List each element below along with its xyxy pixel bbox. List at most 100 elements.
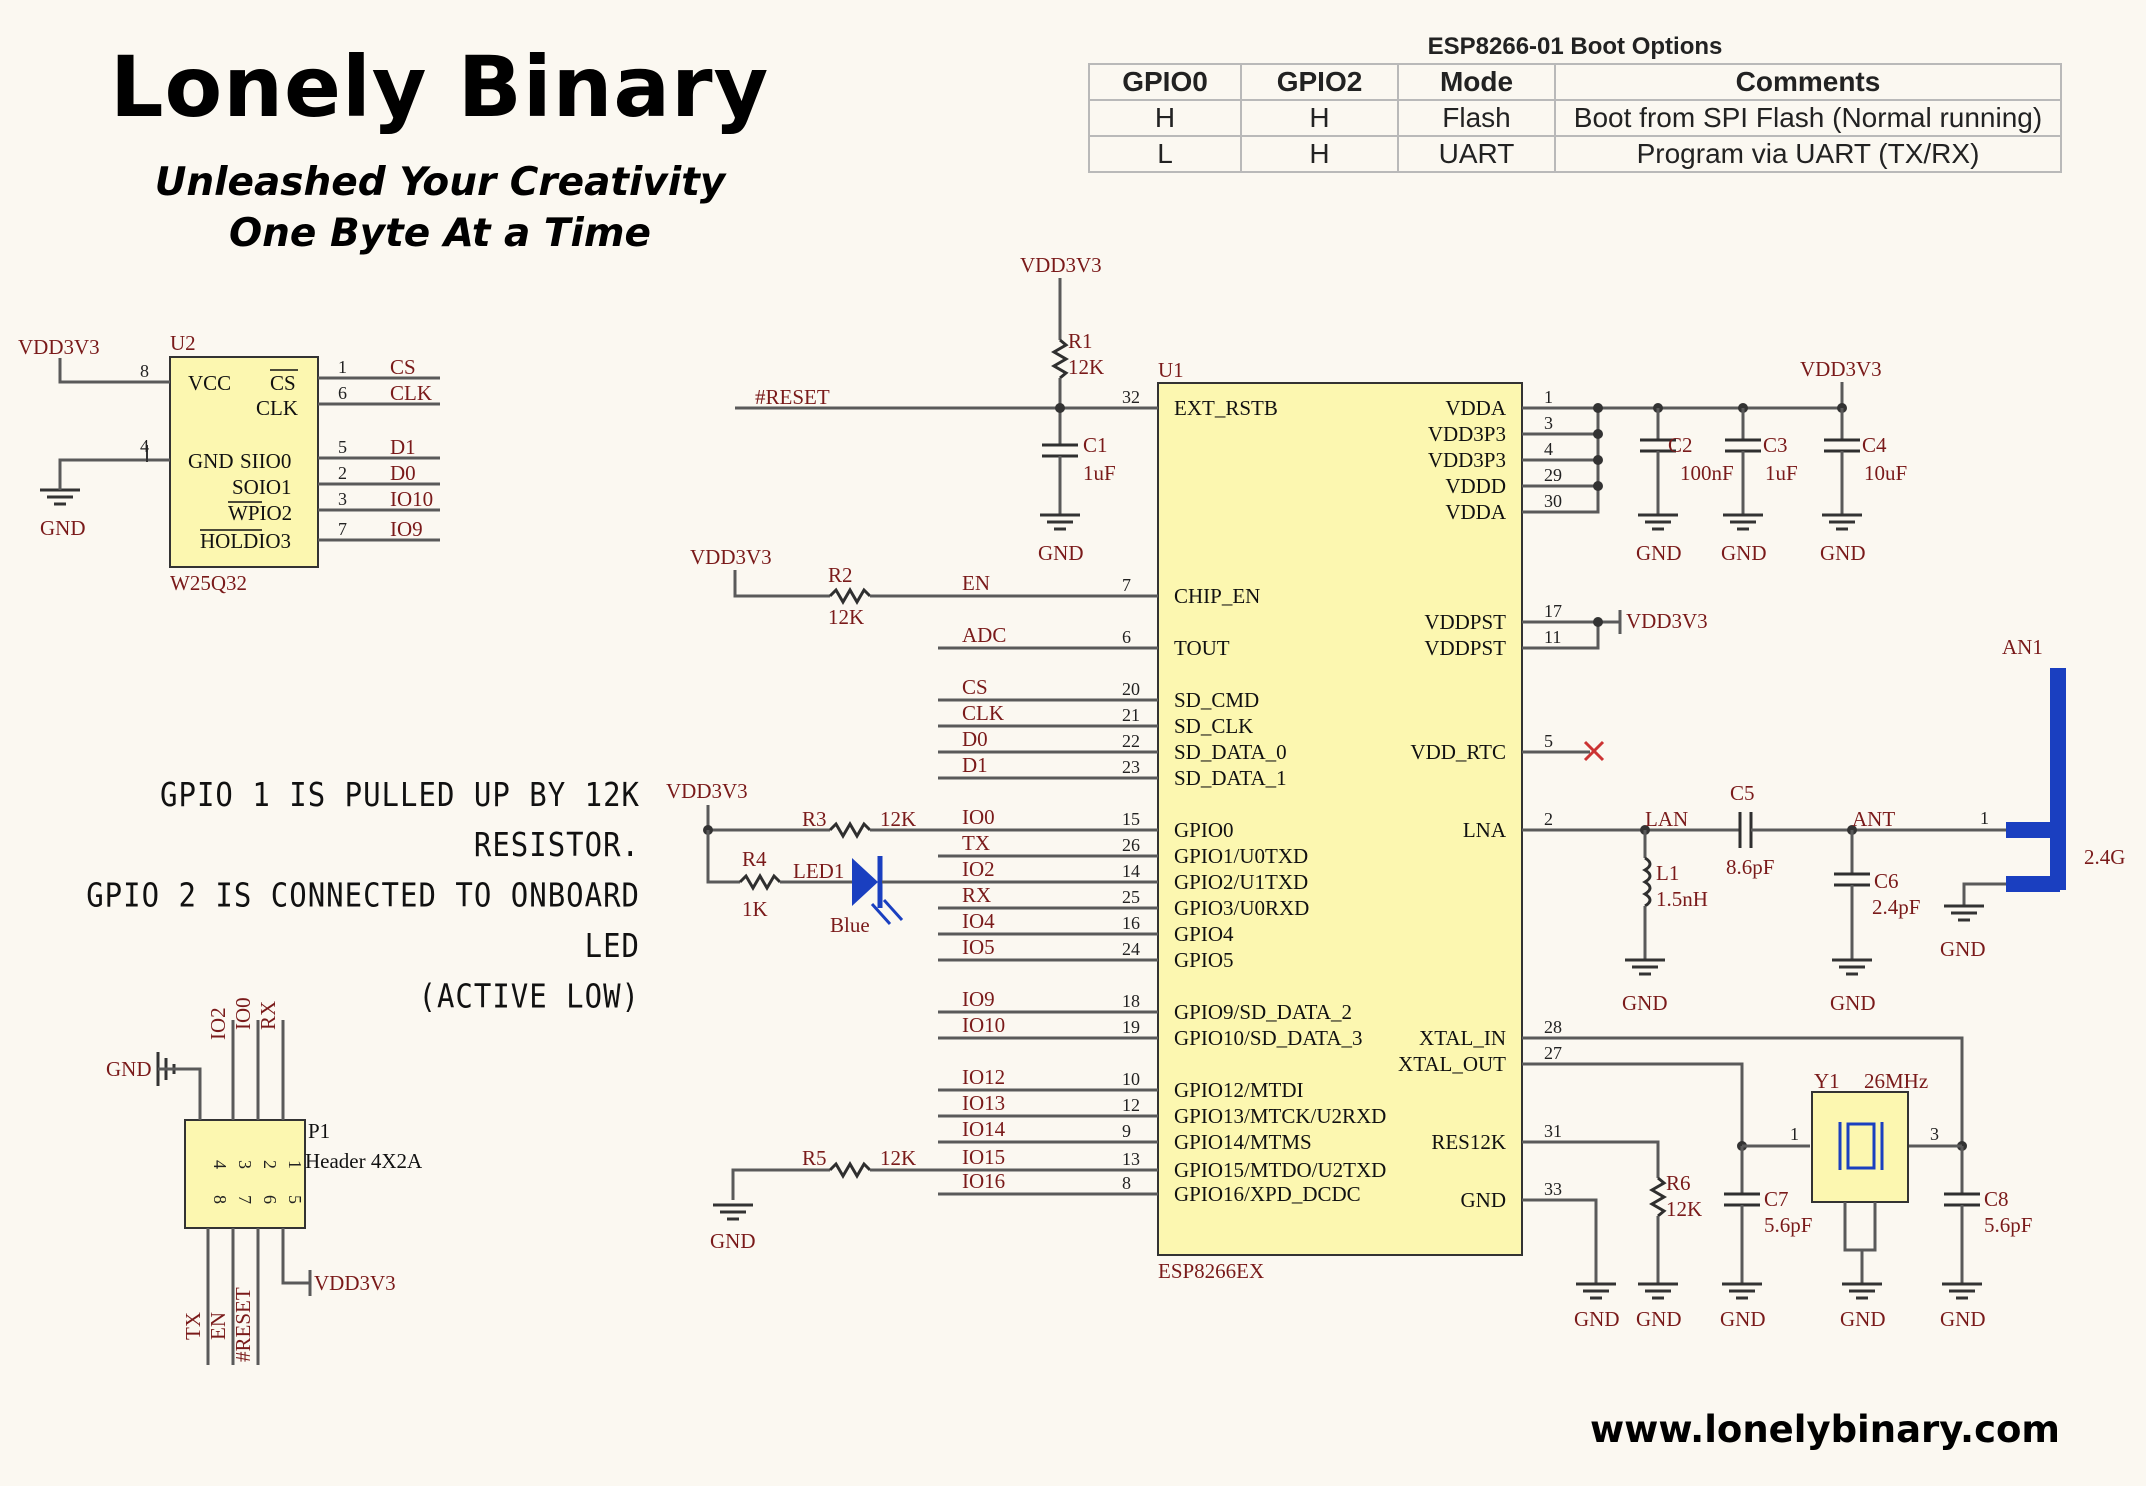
net-label-adc: ADC — [962, 623, 1006, 647]
u2-pin-name: VCC — [188, 371, 231, 395]
p1-pin-num: 5 — [285, 1195, 305, 1204]
note-line-2: GPIO 2 IS CONNECTED TO ONBOARD LED — [86, 876, 640, 965]
p1-net-label: RX — [256, 1001, 280, 1030]
net-label: CS — [962, 675, 988, 699]
u1-pin-name: VDD3P3 — [1428, 422, 1506, 446]
net-label: IO9 — [962, 987, 995, 1011]
rf-section: LAN L1 1.5nH GND C5 8.6pF ANT C6 2.4pF G… — [1522, 635, 2125, 1015]
u2-pin-name: WPIO2 — [228, 501, 292, 525]
u2-body — [169, 356, 319, 568]
r5-ref: R5 — [802, 1146, 827, 1170]
c8-gnd-label: GND — [1940, 1307, 1986, 1331]
u1-pin-num: 6 — [1122, 627, 1131, 647]
brand-title: Lonely Binary — [110, 38, 770, 136]
net-label: RX — [962, 883, 991, 907]
net-label-reset: #RESET — [755, 385, 830, 409]
u2-pin-name: HOLDIO3 — [200, 529, 291, 553]
c3-gnd-label: GND — [1721, 541, 1767, 565]
c2-gnd-label: GND — [1636, 541, 1682, 565]
u1-pin-num: 9 — [1122, 1121, 1131, 1141]
y1-pin-num: 3 — [1930, 1124, 1939, 1144]
u1-pin-num: 19 — [1122, 1017, 1140, 1037]
u1-pin-name: GPIO1/U0TXD — [1174, 844, 1308, 868]
u2-vcc-wire — [58, 358, 170, 384]
u1-pin-num: 17 — [1544, 601, 1562, 621]
u1-pin-name: GPIO15/MTDO/U2TXD — [1174, 1158, 1386, 1182]
note-line-3: (ACTIVE LOW) — [418, 977, 640, 1016]
crystal-section: Y1 26MHz 1 3 GND C7 5.6pF GND C8 5.6pF G… — [1522, 1036, 2032, 1331]
u2-part: W25Q32 — [170, 571, 247, 595]
u2-net-label: CS — [390, 355, 416, 379]
r4-ref: R4 — [742, 847, 767, 871]
c4-gnd-label: GND — [1820, 541, 1866, 565]
c7-value: 5.6pF — [1764, 1213, 1812, 1237]
p1-pin-num: 2 — [260, 1160, 280, 1169]
net-label-lan: LAN — [1645, 807, 1688, 831]
r2-value: 12K — [828, 605, 864, 629]
u2-pin-num: 3 — [338, 489, 347, 509]
u2-pin-num: 5 — [338, 437, 347, 457]
c7-ref: C7 — [1764, 1187, 1789, 1211]
net-label: IO4 — [962, 909, 995, 933]
l1-inductor — [1642, 856, 1652, 908]
u1-pin-name: GPIO16/XPD_DCDC — [1174, 1182, 1361, 1206]
c1-gnd-label: GND — [1038, 541, 1084, 565]
u1-pin-name: VDD_RTC — [1410, 740, 1506, 764]
u1-pin-num: 32 — [1122, 387, 1140, 407]
y1-gnd-label: GND — [1840, 1307, 1886, 1331]
u1-pin-name: SD_CMD — [1174, 688, 1259, 712]
p1-net-label: #RESET — [231, 1287, 255, 1362]
u2-pin-num: 6 — [338, 383, 347, 403]
net-label: IO12 — [962, 1065, 1005, 1089]
branding-block: Lonely Binary Unleashed Your Creativity … — [0, 0, 880, 280]
p1-body — [184, 1119, 306, 1229]
table-row: H H Flash Boot from SPI Flash (Normal ru… — [1088, 99, 2062, 137]
u1-pin-num: 10 — [1122, 1069, 1140, 1089]
u1-right-pins: 1VDDA3VDD3P34VDD3P329VDDD30VDDA17VDDPST1… — [1398, 387, 1562, 1212]
u2-pin-name: SOIO1 — [232, 475, 292, 499]
net-label: IO13 — [962, 1091, 1005, 1115]
u1-pin-name: SD_DATA_1 — [1174, 766, 1287, 790]
table-cell: Boot from SPI Flash (Normal running) — [1554, 99, 2062, 137]
u1-pin-num: 11 — [1544, 627, 1561, 647]
y1-value: 26MHz — [1864, 1069, 1928, 1093]
u2-net-label: D0 — [390, 461, 416, 485]
l1-gnd-label: GND — [1622, 991, 1668, 1015]
c6-value: 2.4pF — [1872, 895, 1920, 919]
l1-value: 1.5nH — [1656, 887, 1708, 911]
u2-pin-num: 4 — [140, 436, 149, 456]
table-cell: H — [1240, 99, 1399, 137]
u1-pin-name: GPIO14/MTMS — [1174, 1130, 1312, 1154]
u2-vdd-label: VDD3V3 — [18, 335, 100, 359]
u1-pin-name: GPIO10/SD_DATA_3 — [1174, 1026, 1363, 1050]
u1-pin-num: 23 — [1122, 757, 1140, 777]
r2-resistor — [828, 587, 872, 605]
r1-vdd-label: VDD3V3 — [1020, 253, 1102, 277]
col-header: GPIO0 — [1088, 63, 1242, 101]
c3-ref: C3 — [1763, 433, 1788, 457]
u1-pin-name: GPIO12/MTDI — [1174, 1078, 1304, 1102]
res12k-gnd-circuit: R6 12K GND GND — [1522, 1140, 1702, 1331]
u2-gnd-label: GND — [40, 516, 86, 540]
u1-pin-name: VDDPST — [1424, 636, 1506, 660]
u1-pin-num: 22 — [1122, 731, 1140, 751]
u1-pin-name: CHIP_EN — [1174, 584, 1260, 608]
boot-table-caption: ESP8266-01 Boot Options — [1427, 33, 1723, 60]
u2-right-pins: 1 6 5 2 3 7 CS CLK D1 D0 IO10 IO9 CS CLK… — [200, 355, 440, 553]
p1-net-label: EN — [206, 1312, 230, 1340]
r3-vdd-label: VDD3V3 — [666, 779, 748, 803]
u1-pin-name: VDDPST — [1424, 610, 1506, 634]
c8-ref: C8 — [1984, 1187, 2009, 1211]
note-line-1: GPIO 1 IS PULLED UP BY 12K RESISTOR. — [160, 775, 640, 865]
net-label: IO14 — [962, 1117, 1006, 1141]
u2-flash-chip: U2 W25Q32 VDD3V3 8 VCC 4 GND GND 1 6 5 2… — [18, 331, 440, 595]
c1-value: 1uF — [1083, 461, 1116, 485]
net-label-ant: ANT — [1852, 807, 1895, 831]
u1-pin-num: 33 — [1544, 1179, 1562, 1199]
p1-pin-num: 1 — [285, 1160, 305, 1169]
u1-pin-num: 26 — [1122, 835, 1140, 855]
u1-pin-num: 28 — [1544, 1017, 1562, 1037]
r1-value: 12K — [1068, 355, 1104, 379]
net-label: IO2 — [962, 857, 995, 881]
